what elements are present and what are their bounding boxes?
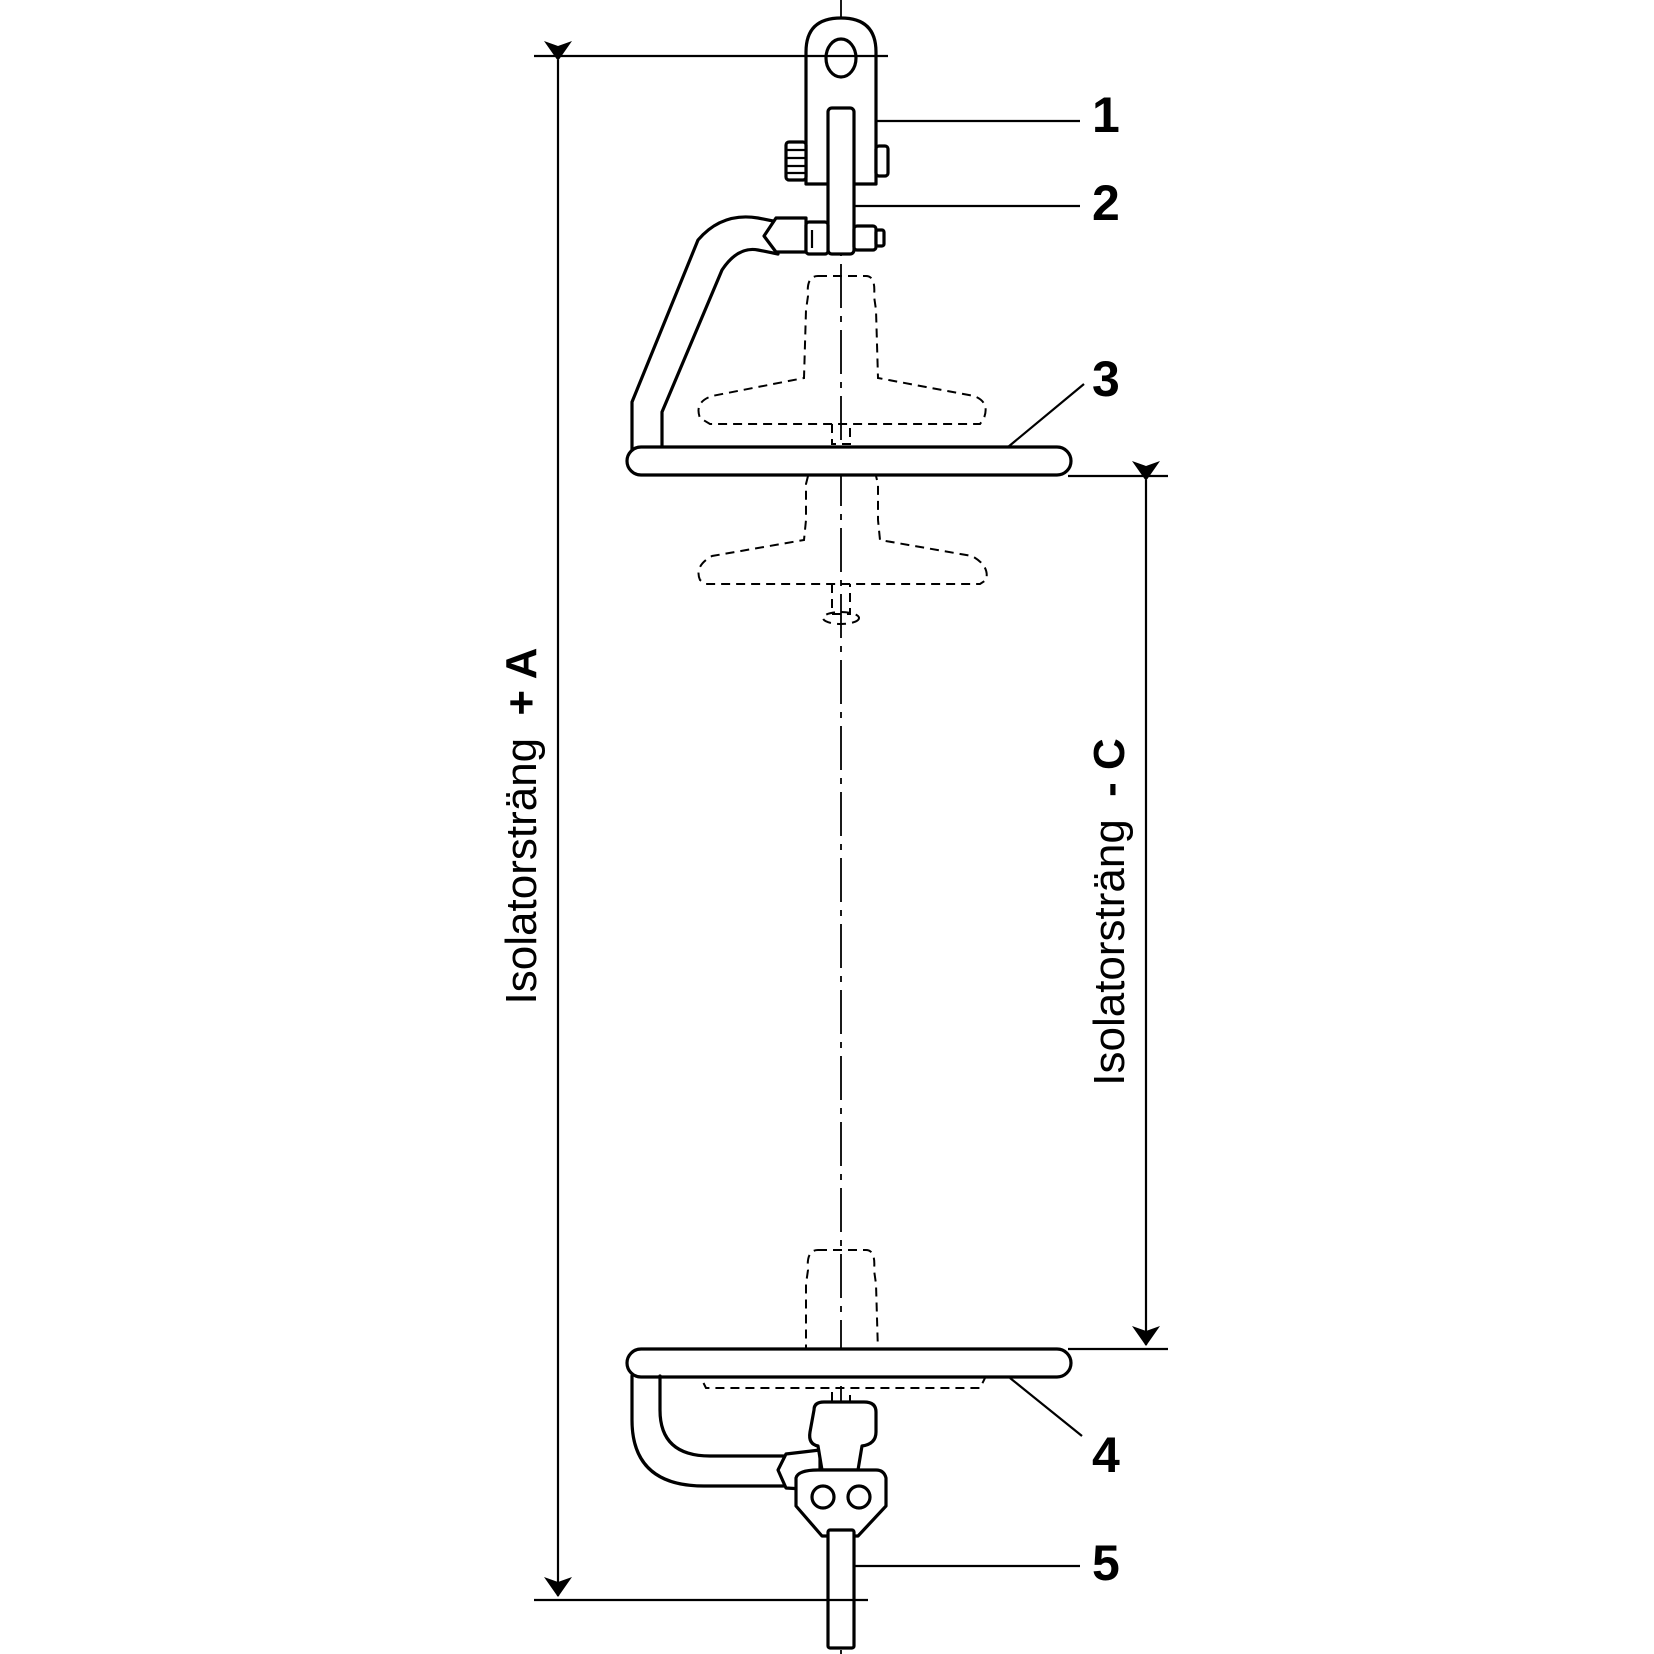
bottom-arcing-horn: [630, 1374, 822, 1492]
bottom-tongue-link: [826, 1528, 856, 1650]
svg-text:Isolatorsträng - C: Isolatorsträng - C: [1085, 738, 1134, 1085]
lower-insulator-disc: [805, 1249, 880, 1353]
callout-5-label: 5: [1092, 1535, 1120, 1591]
bottom-grading-ring: [625, 1347, 1073, 1379]
dimension-inner-label: Isolatorsträng: [1085, 819, 1134, 1086]
bottom-socket-fitting: [794, 1400, 888, 1538]
dimension-inner-suffix: - C: [1085, 738, 1134, 797]
callout-5: 5: [854, 1535, 1120, 1591]
top-grading-ring: [625, 445, 1073, 477]
top-arcing-horn: [630, 215, 830, 452]
dimension-overall-suffix: + A: [497, 648, 546, 716]
callout-4: 4: [1009, 1377, 1120, 1483]
callout-2: 2: [854, 175, 1120, 231]
middle-insulator-disc: [697, 475, 988, 585]
callout-4-label: 4: [1092, 1427, 1120, 1483]
dimension-overall-label: Isolatorsträng: [497, 738, 546, 1005]
svg-text:Isolatorsträng + A: Isolatorsträng + A: [497, 648, 546, 1005]
top-clevis-fitting: [784, 16, 890, 186]
callout-1-label: 1: [1092, 87, 1120, 143]
callout-2-label: 2: [1092, 175, 1120, 231]
dimension-overall: Isolatorsträng + A: [497, 41, 888, 1602]
callout-1: 1: [876, 87, 1120, 143]
callout-3: 3: [1007, 351, 1120, 448]
top-eye-link: [826, 106, 886, 256]
upper-insulator-disc: [697, 275, 987, 425]
dimension-inner: Isolatorsträng - C: [1068, 461, 1168, 1351]
callout-3-label: 3: [1092, 351, 1120, 407]
